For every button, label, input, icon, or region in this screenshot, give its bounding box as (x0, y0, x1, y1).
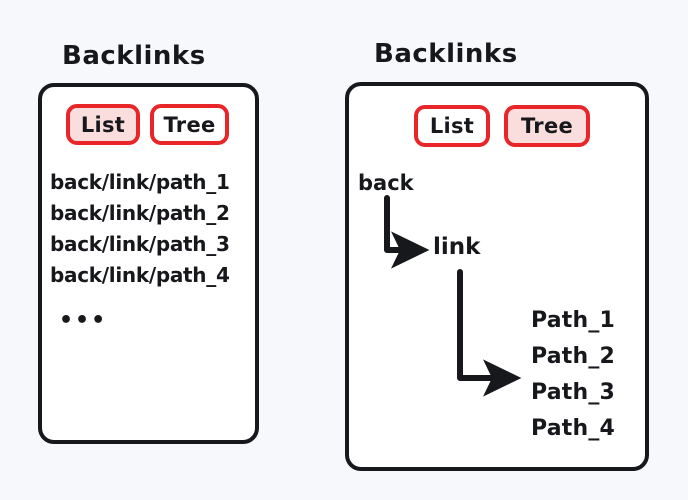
backlinks-panel-tree: List Tree back link Path_1 Path_2 Pa (345, 82, 649, 471)
backlinks-tree: back link Path_1 Path_2 Path_3 Path_4 (349, 86, 645, 467)
backlinks-list: back/link/path_1 back/link/path_2 back/l… (50, 167, 260, 336)
tree-leaf-node[interactable]: Path_4 (531, 416, 616, 441)
list-item[interactable]: back/link/path_2 (50, 201, 230, 225)
page-title-right: Backlinks (374, 39, 518, 69)
page-title-left: Backlinks (62, 41, 206, 71)
connector-link-to-paths (457, 269, 522, 397)
tree-leaf-node[interactable]: Path_2 (531, 344, 616, 369)
tab-list-left-label: List (80, 112, 126, 137)
connector-back-to-link (384, 195, 430, 269)
tab-list-right-label: List (429, 114, 475, 138)
tab-list-left[interactable]: List (66, 104, 140, 145)
list-item[interactable]: back/link/path_4 (50, 263, 230, 287)
tree-leaf-node[interactable]: Path_3 (531, 380, 616, 405)
tree-node-link[interactable]: link (433, 234, 481, 260)
tab-tree-right-label: Tree (520, 114, 574, 138)
list-overflow-indicator: ••• (59, 308, 108, 333)
tab-tree-left-label: Tree (163, 112, 216, 137)
list-item[interactable]: back/link/path_1 (50, 170, 230, 194)
tab-tree-left[interactable]: Tree (150, 104, 229, 145)
backlinks-panel-list: List Tree back/link/path_1 back/link/pat… (38, 83, 259, 444)
tab-list-right[interactable]: List (414, 105, 490, 147)
tree-node-back[interactable]: back (358, 171, 414, 195)
tab-tree-right[interactable]: Tree (504, 105, 590, 147)
list-item[interactable]: back/link/path_3 (50, 232, 230, 256)
tree-leaf-node[interactable]: Path_1 (531, 308, 616, 333)
